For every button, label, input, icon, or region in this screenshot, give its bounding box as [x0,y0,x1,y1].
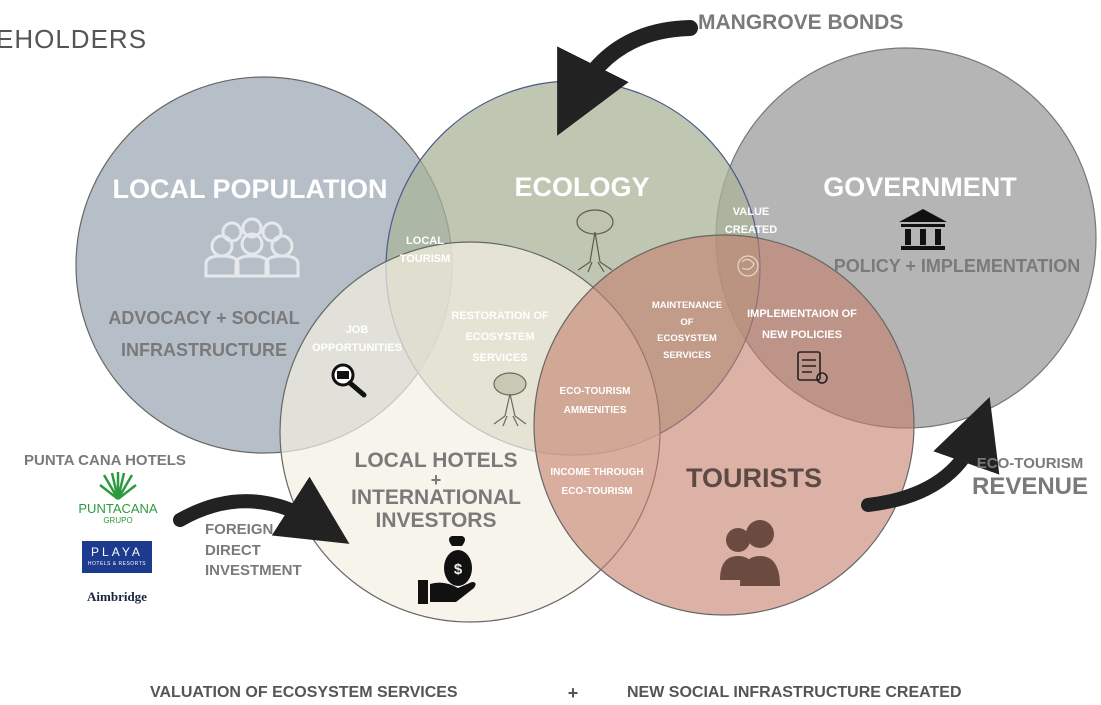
foreign-investment-line: INVESTMENT [205,562,302,580]
local-hotels-title-line2: + [430,470,442,490]
job-opportunities-line: JOB [345,324,369,336]
eco-tourism-amenities-line: ECO-TOURISM [559,386,631,397]
new-policies-line: IMPLEMENTAION OF [747,308,857,320]
value-created-line: VALUE [732,206,770,218]
mangrove-tree-icon [576,209,614,273]
playa-logo: PLAYA HOTELS & RESORTS [82,541,152,573]
people-group-icon [204,217,300,278]
value-created-line: CREATED [724,223,778,236]
job-opportunities-label: JOB OPPORTUNITIES [298,322,416,357]
restoration-line: SERVICES [472,351,528,364]
value-created-label: VALUE CREATED [712,204,790,239]
maintenance-line: SERVICES [663,349,711,361]
income-line: ECO-TOURISM [561,486,633,497]
new-policies-label: IMPLEMENTAION OF NEW POLICIES [732,304,872,346]
government-subtitle: POLICY + IMPLEMENTATION [833,256,1081,276]
income-label: INCOME THROUGH ECO-TOURISM [540,463,654,501]
local-tourism-line: LOCAL [406,235,444,247]
foreign-investment-label: FOREIGN DIRECT INVESTMENT [205,520,325,582]
maintenance-line: OF [680,316,694,328]
puntacana-logo-line2: GRUPO [103,516,133,525]
eco-tourism-revenue-line2: REVENUE [971,473,1089,500]
local-hotels-title-line1: LOCAL HOTELS [354,449,518,472]
foreign-investment-line: FOREIGN [205,521,274,538]
header-title-partial: EHOLDERS [0,24,148,54]
local-hotels-title-line4: INVESTORS [375,509,497,532]
government-title: GOVERNMENT [823,172,1017,202]
tourists-title: TOURISTS [685,463,822,493]
local-population-subtitle-line1: ADVOCACY + SOCIAL [108,308,300,328]
aimbridge-logo: Aimbridge [87,589,147,604]
restoration-label: RESTORATION OF ECOSYSTEM SERVICES [436,306,564,369]
foreign-investment-line: DIRECT [205,541,261,559]
restoration-line: ECOSYSTEM [465,330,535,343]
local-hotels-title-line3: INTERNATIONAL [351,486,521,509]
local-tourism-label: LOCAL TOURISM [386,233,464,268]
palm-leaf-icon [99,472,137,500]
local-population-title: LOCAL POPULATION [112,174,388,204]
maintenance-line: ECOSYSTEM [657,333,717,345]
puntacana-logo-line1: PUNTACANA [78,501,158,516]
eco-tourism-amenities-line: AMMENITIES [563,405,627,416]
new-policies-line: NEW POLICIES [761,328,843,341]
job-opportunities-line: OPPORTUNITIES [312,341,402,354]
eco-tourism-revenue-arrow [861,397,1000,512]
footer-plus: + [567,683,579,703]
ecology-title: ECOLOGY [514,172,650,202]
mangrove-bonds-arrow [557,20,698,136]
maintenance-label: MAINTENANCE OF ECOSYSTEM SERVICES [638,298,736,365]
bank-building-icon [899,209,947,250]
job-search-icon [331,363,367,398]
local-population-subtitle-line2: INFRASTRUCTURE [121,340,287,360]
playa-logo-line1: PLAYA [91,545,143,559]
money-bag-hand-icon: $ [418,536,476,604]
svg-text:$: $ [454,561,463,578]
eco-tourism-amenities-label: ECO-TOURISM AMMENITIES [548,382,642,420]
maintenance-line: MAINTENANCE [651,300,723,311]
tourists-icon [720,520,780,586]
value-created-icon [737,255,759,277]
footer-right: NEW SOCIAL INFRASTRUCTURE CREATED [627,684,962,701]
footer-left: VALUATION OF ECOSYSTEM SERVICES [150,684,458,701]
local-tourism-line: TOURISM [399,252,451,265]
policy-document-icon [797,351,828,384]
eco-tourism-revenue-line1: ECO-TOURISM [976,455,1084,472]
tourists-circle [533,234,915,616]
mangrove-tree-icon [493,372,527,427]
partners-heading: PUNTA CANA HOTELS [24,452,186,469]
income-line: INCOME THROUGH [550,467,644,478]
playa-logo-line2: HOTELS & RESORTS [87,561,147,567]
foreign-investment-arrow [173,476,350,544]
mangrove-bonds-label: MANGROVE BONDS [698,11,904,34]
restoration-line: RESTORATION OF [451,310,549,322]
